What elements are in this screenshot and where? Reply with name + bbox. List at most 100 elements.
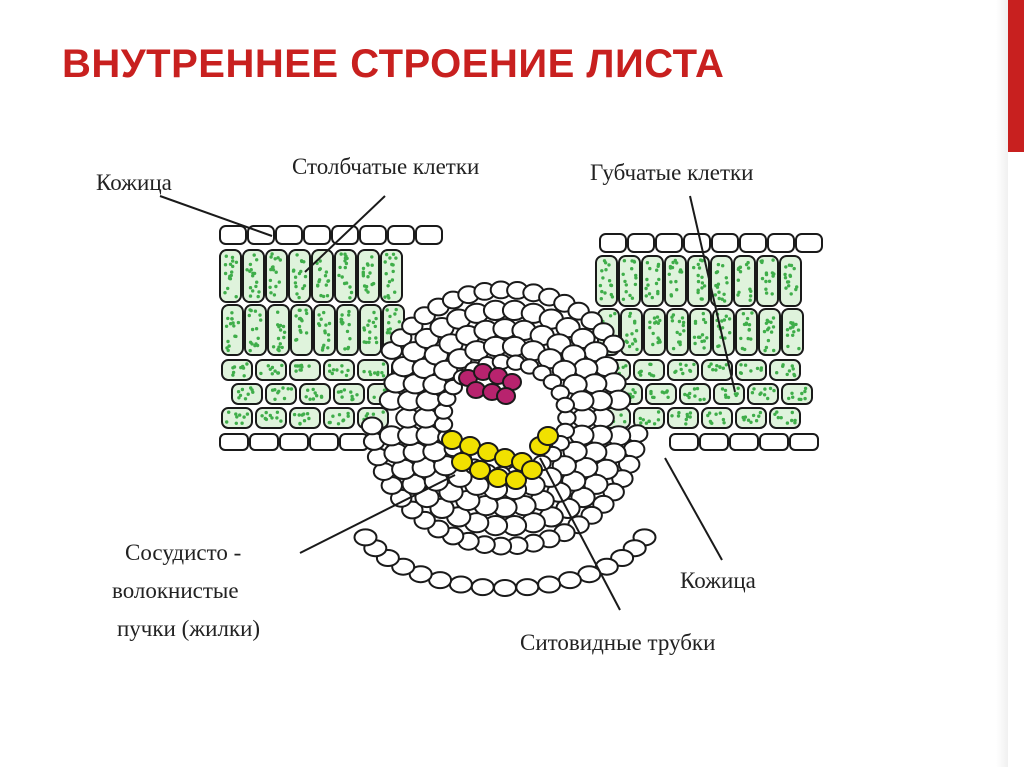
chloroplast-dot [749, 420, 753, 424]
chloroplast-dot [692, 335, 697, 339]
chloroplast-dot [371, 320, 376, 325]
chloroplast-dot [705, 336, 709, 340]
chloroplast-dot [263, 416, 267, 421]
chloroplast-dot [630, 342, 635, 346]
chloroplast-dot [681, 320, 686, 325]
chloroplast-dot [656, 262, 661, 267]
chloroplast-dot [277, 348, 281, 353]
chloroplast-dot [692, 265, 696, 270]
chloroplast-dot [268, 413, 272, 418]
epidermis-cell-lower [699, 433, 729, 451]
chloroplast-dot [715, 364, 719, 368]
chloroplast-dot [681, 371, 685, 376]
chloroplast-dot [671, 260, 675, 265]
chloroplast-dot [347, 313, 351, 317]
chloroplast-dot [724, 363, 729, 367]
chloroplast-dot [386, 328, 390, 332]
chloroplast-dot [326, 333, 331, 337]
chloroplast-dot [668, 266, 673, 270]
chloroplast-dot [702, 317, 706, 322]
chloroplast-dot [746, 266, 751, 270]
chloroplast-dot [341, 321, 345, 325]
chloroplast-dot [697, 266, 702, 270]
chloroplast-dot [231, 264, 235, 269]
chloroplast-dot [381, 374, 386, 378]
chloroplast-dot [648, 266, 652, 271]
accent-bar [1008, 0, 1024, 152]
chloroplast-dot [649, 362, 653, 367]
chloroplast-dot [624, 290, 628, 294]
chloroplast-dot [703, 320, 708, 325]
chloroplast-dot [307, 364, 311, 368]
chloroplast-dot [649, 389, 653, 394]
chloroplast-dot [281, 324, 286, 329]
chloroplast-dot [650, 295, 654, 300]
chloroplast-dot [228, 262, 233, 266]
chloroplast-dot [771, 316, 776, 320]
epidermis-cell-lower [309, 433, 339, 451]
chloroplast-dot [278, 323, 283, 328]
chloroplast-dot [269, 255, 273, 259]
chloroplast-dot [791, 395, 795, 399]
phloem-cell [537, 426, 559, 446]
chloroplast-dot [743, 363, 748, 367]
chloroplast-dot [264, 410, 268, 415]
chloroplast-dot [251, 390, 255, 394]
chloroplast-dot [627, 344, 632, 349]
chloroplast-dot [688, 391, 692, 396]
chloroplast-dot [248, 294, 253, 298]
chloroplast-dot [393, 312, 397, 316]
chloroplast-dot [724, 276, 728, 280]
chloroplast-dot [675, 288, 679, 292]
chloroplast-dot [767, 326, 771, 330]
chloroplast-dot [233, 334, 237, 338]
chloroplast-dot [770, 292, 774, 296]
label-vascular-line3: пучки (жилки) [117, 616, 260, 641]
chloroplast-dot [266, 364, 270, 368]
chloroplast-dot [709, 362, 713, 366]
chloroplast-dot [628, 293, 632, 298]
chloroplast-dot [229, 273, 233, 278]
chloroplast-dot [282, 330, 287, 334]
chloroplast-dot [746, 260, 750, 265]
chloroplast-dot [374, 340, 379, 345]
label-vascular-line1: Сосудисто - [125, 540, 241, 565]
chloroplast-dot [260, 414, 264, 418]
chloroplast-dot [621, 297, 626, 301]
chloroplast-dot [602, 259, 607, 263]
chloroplast-dot [293, 281, 298, 285]
chloroplast-dot [253, 309, 258, 313]
chloroplast-dot [387, 280, 392, 284]
palisade-cell [758, 308, 781, 356]
chloroplast-dot [252, 271, 257, 276]
chloroplast-dot [623, 420, 627, 424]
chloroplast-dot [724, 314, 728, 318]
chloroplast-dot [306, 388, 310, 392]
epidermis-cell-lower [537, 575, 562, 594]
chloroplast-dot [746, 418, 751, 422]
chloroplast-dot [722, 318, 727, 322]
chloroplast-dot [326, 279, 331, 283]
chloroplast-dot [790, 418, 794, 423]
chloroplast-dot [304, 331, 309, 335]
epidermis-cell-lower [493, 579, 517, 597]
chloroplast-dot [248, 348, 252, 353]
chloroplast-dot [803, 389, 807, 394]
chloroplast-dot [368, 271, 372, 275]
chloroplast-dot [634, 276, 638, 280]
chloroplast-dot [344, 261, 349, 266]
chloroplast-dot [748, 287, 752, 291]
chloroplast-dot [273, 388, 277, 392]
chloroplast-dot [600, 289, 604, 294]
chloroplast-dot [655, 268, 659, 272]
chloroplast-dot [784, 265, 788, 269]
chloroplast-dot [280, 363, 284, 368]
chloroplast-dot [240, 387, 245, 392]
chloroplast-dot [304, 308, 308, 312]
leader-palisade [304, 195, 386, 273]
chloroplast-dot [348, 285, 352, 289]
chloroplast-dot [390, 278, 395, 282]
leader-sieve-tubes [539, 457, 621, 611]
chloroplast-dot [623, 279, 627, 284]
epidermis-cell-lower [279, 433, 309, 451]
